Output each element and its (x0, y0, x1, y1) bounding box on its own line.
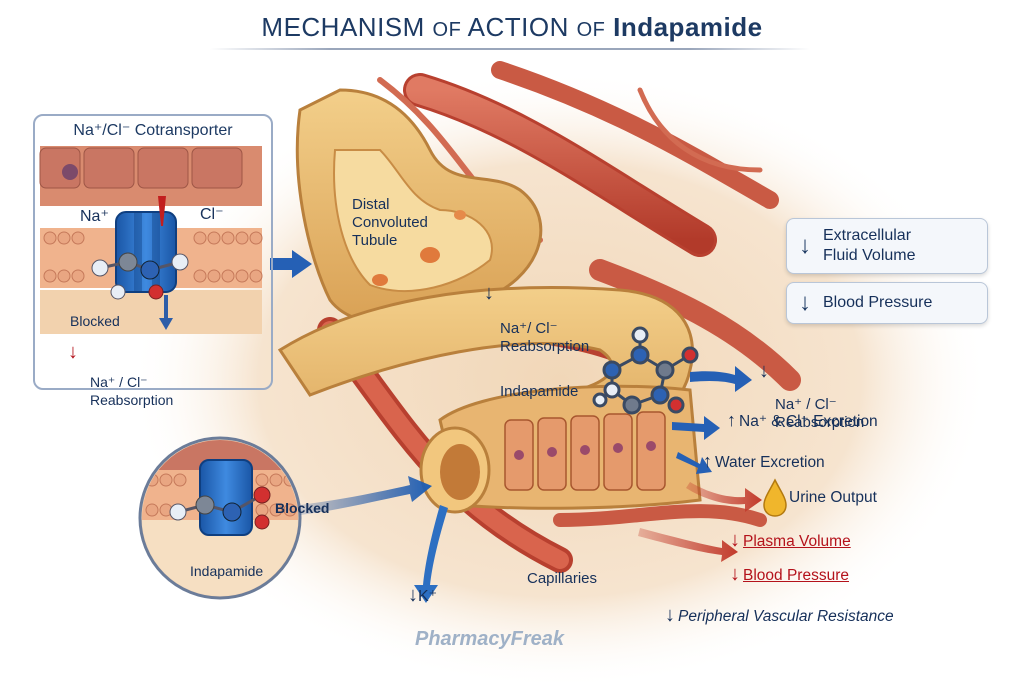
cotransporter-inset-panel (33, 114, 273, 390)
effect-water: ↑Water Excretion (703, 452, 825, 472)
up-arrow-icon: ↑ (727, 410, 736, 430)
arrow-potassium-out (414, 505, 448, 603)
title-drug-name: Indapamide (613, 12, 763, 42)
arrow-inset-to-tubule (270, 250, 312, 278)
arrow-circle-to-tubule (300, 476, 432, 515)
effect-plasma-label: Plasma Volume (743, 533, 851, 550)
tubule-reabsorption-label: Na⁺/ Cl⁻ Reabsorption (500, 320, 590, 355)
title-word-action: ACTION (467, 12, 569, 42)
down-arrow-icon: ↓ (730, 529, 740, 551)
up-arrow-icon: ↑ (703, 451, 712, 471)
indapamide-molecule (592, 326, 699, 415)
down-arrow-icon: ↓ (730, 563, 740, 585)
arrow-reabsorption-out (690, 366, 752, 392)
inset-reabsorption-label: Na⁺ / Cl⁻ Reabsorption (90, 374, 174, 408)
title-word-of: OF (432, 19, 462, 41)
effect-bp-label: Blood Pressure (743, 567, 849, 584)
circle-blocked-label: Blocked (275, 500, 330, 516)
page-title: MECHANISM OF ACTION OF Indapamide (0, 12, 1024, 43)
capillaries-label: Capillaries (527, 570, 598, 587)
effect-bp: ↓Blood Pressure (730, 563, 849, 585)
effect-card-ecf-label: Extracellular Fluid Volume (823, 227, 916, 264)
title-word-of-2: OF (576, 19, 606, 41)
circle-drug-label: Indapamide (190, 563, 264, 579)
effect-excretion-label: Na⁺ & Cl⁻ Excretion (739, 413, 878, 430)
effect-pvr-label: Peripheral Vascular Resistance (678, 608, 894, 625)
blocked-label: Blocked (70, 313, 120, 329)
arrow-excretion (672, 416, 720, 440)
effect-excretion: ↑Na⁺ & Cl⁻ Excretion (727, 411, 878, 431)
down-arrow-icon: ↓ (665, 604, 675, 626)
flow-arrows (270, 250, 762, 603)
effect-card-bp-label: Blood Pressure (823, 294, 933, 311)
effect-pvr: ↓Peripheral Vascular Resistance (665, 604, 894, 626)
down-arrow-icon: ↓ (799, 289, 811, 316)
na-ion-label: Na⁺ (80, 208, 109, 225)
arrow-urine (686, 482, 762, 512)
distal-tubule-lumen (333, 149, 493, 292)
arrow-plasma (638, 528, 738, 562)
down-arrow-icon: ↓ (68, 341, 78, 363)
effect-reabsorption-label: Na⁺ / Cl⁻ Reabsorption (775, 396, 865, 431)
effect-plasma: ↓Plasma Volume (730, 529, 851, 551)
effect-urine: Urine Output (789, 489, 877, 507)
down-arrow-icon: ↓ (799, 232, 811, 259)
inset-cotransporter-illustration (39, 146, 263, 334)
effect-card-bp: ↓ Blood Pressure (786, 282, 988, 324)
down-arrow-icon: ↓ (484, 282, 494, 304)
inset-title: Na⁺/Cl⁻ Cotransporter (73, 122, 233, 139)
arrow-water (676, 452, 712, 474)
down-arrow-icon: ↓ (759, 360, 769, 382)
cl-ion-label: Cl⁻ (200, 206, 224, 223)
effect-urine-label: Urine Output (789, 489, 877, 506)
title-divider (210, 48, 810, 50)
title-word-mechanism: MECHANISM (261, 12, 425, 42)
inset-reabsorption: ↓ Na⁺ / Cl⁻ Reabsorption (68, 337, 174, 409)
tubule-label: Distal Convoluted Tubule (352, 196, 428, 249)
watermark: PharmacyFreak (415, 628, 564, 650)
effect-water-label: Water Excretion (715, 454, 825, 471)
tubule-reabsorption: ↓ Na⁺/ Cl⁻ Reabsorption (484, 283, 590, 356)
potassium-label: ↓K⁺ (408, 584, 438, 606)
main-drug-label: Indapamide (500, 383, 579, 400)
effect-reabsorption: ↓ Na⁺ / Cl⁻ Reabsorption (759, 360, 865, 432)
effect-card-ecf: ↓ Extracellular Fluid Volume (786, 218, 988, 274)
potassium-value: K⁺ (418, 588, 438, 605)
down-arrow-icon: ↓ (408, 584, 418, 606)
urine-droplet-icon (763, 478, 787, 517)
